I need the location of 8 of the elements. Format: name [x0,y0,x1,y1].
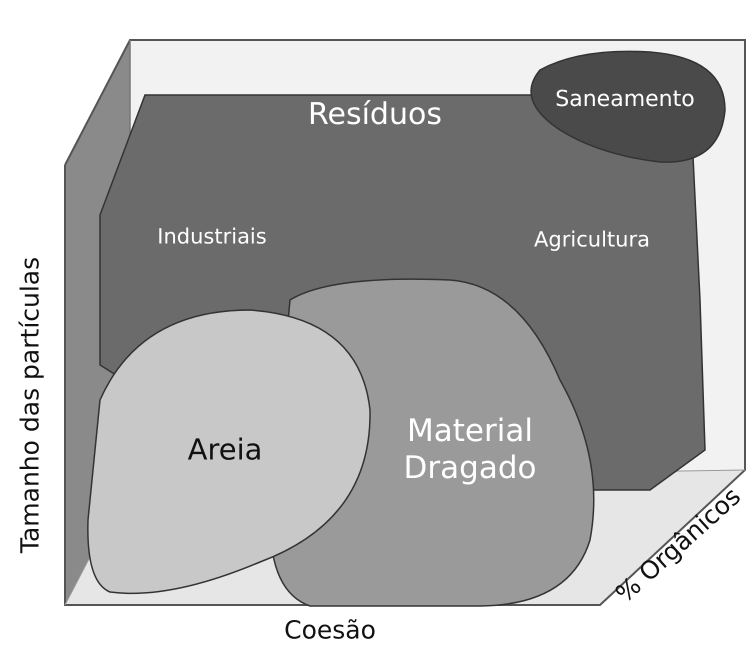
axis-label: Coesão [284,616,376,644]
region-label: Industriais [157,224,267,250]
region-label: Agricultura [534,227,650,253]
region-label: Material Dragado [402,412,538,488]
region-label: Areia [188,432,262,468]
region-label: Saneamento [555,86,695,114]
axis-label: Tamanho das partículas [16,256,44,554]
region-label: Resíduos [308,97,442,133]
